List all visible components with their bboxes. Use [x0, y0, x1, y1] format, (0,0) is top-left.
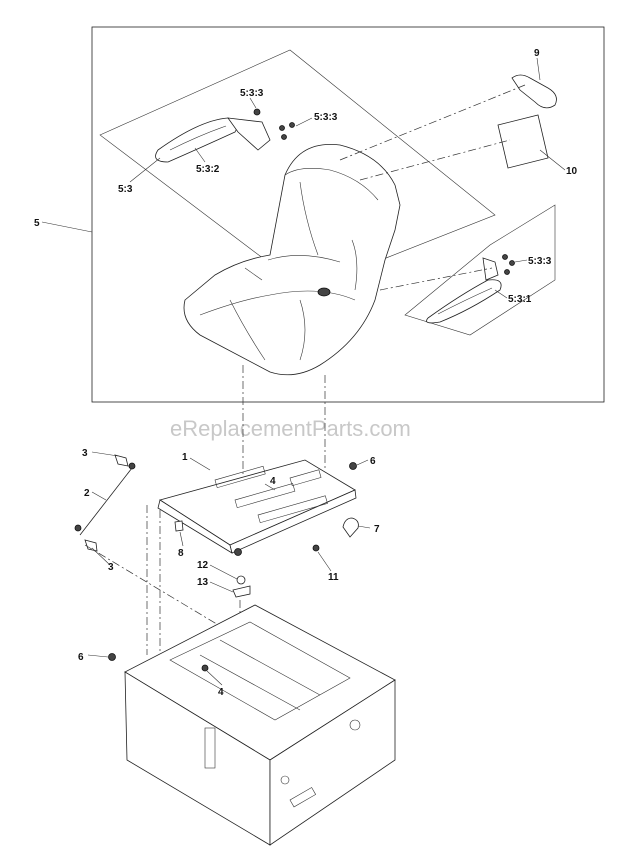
armrest-right: [426, 257, 502, 324]
part-6-nut-lower: [108, 653, 116, 661]
armrest-right-plane: [404, 204, 556, 336]
callout-13: 13: [197, 577, 209, 588]
callout-4-frame: 4: [218, 687, 224, 698]
seat-assembly-box: [91, 26, 605, 403]
seat-hardware: [253, 108, 515, 275]
part-1-seat-plate: [157, 459, 357, 554]
callout-1: 1: [182, 452, 188, 463]
callout-4-plate: 4: [270, 476, 276, 487]
part-9-knob: [511, 74, 557, 109]
dashline-seat-knob: [339, 84, 526, 161]
part-13-handle: [232, 585, 251, 598]
part-3-clip-lower: [84, 539, 98, 552]
seat-cushion: [183, 143, 401, 376]
part-10-decal: [497, 114, 549, 169]
callout-5-3-1: 5:3:1: [508, 294, 532, 305]
dashline-rod-frame: [84, 544, 261, 651]
part-12-washer: [236, 575, 246, 585]
callout-5-3-3-top: 5:3:3: [240, 88, 264, 99]
part-3-clip-upper: [114, 454, 129, 467]
callout-10: 10: [566, 166, 578, 177]
callout-6-lower: 6: [78, 652, 84, 663]
callout-2: 2: [84, 488, 90, 499]
part-11-nut: [312, 544, 320, 552]
callout-5-3-3-right: 5:3:3: [528, 256, 552, 267]
plate-pivot: [234, 548, 242, 556]
callout-8: 8: [178, 548, 184, 559]
seat-frame-base: [124, 604, 396, 846]
callout-6-upper: 6: [370, 456, 376, 467]
callout-7: 7: [374, 524, 380, 535]
callout-12: 12: [197, 560, 209, 571]
armrest-left: [155, 117, 271, 163]
part-2-rod: [79, 467, 133, 536]
armrest-left-plane: [99, 49, 496, 291]
part-8-bolt: [174, 520, 184, 532]
callout-3-upper: 3: [82, 448, 88, 459]
callout-5-3-2: 5:3:2: [196, 164, 220, 175]
watermark-text: eReplacementParts.com: [170, 416, 411, 441]
callout-11: 11: [328, 572, 339, 583]
callout-3-lower: 3: [108, 562, 114, 573]
callout-9: 9: [534, 48, 540, 59]
part-7-knob: [342, 517, 359, 538]
leader-lines: [41, 57, 566, 686]
callout-5: 5: [34, 218, 40, 229]
dashline-seat-decal: [359, 139, 511, 181]
part-6-nut-upper: [349, 462, 357, 470]
callout-5-3: 5:3: [118, 184, 133, 195]
callout-5-3-3-mid: 5:3:3: [314, 112, 338, 123]
dashline-seat-right: [379, 267, 493, 291]
